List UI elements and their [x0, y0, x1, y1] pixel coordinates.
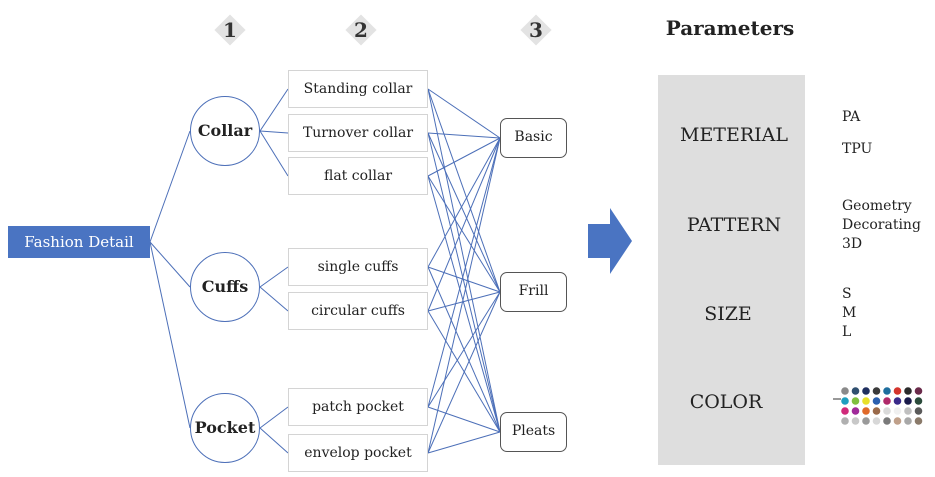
parameters-panel	[658, 75, 805, 465]
category-to-detail-line	[259, 266, 289, 288]
color-swatch	[914, 407, 923, 415]
color-swatch	[851, 407, 860, 415]
style-node-frill: Frill	[500, 272, 567, 312]
color-swatch	[872, 387, 881, 395]
parameter-color: COLOR	[689, 391, 763, 413]
color-swatch	[904, 407, 912, 415]
color-swatch	[883, 397, 891, 405]
detail-node-single-cuffs: single cuffs	[288, 248, 428, 286]
color-swatch	[914, 387, 923, 395]
style-node-pleats: Pleats	[500, 412, 567, 452]
color-swatch	[883, 407, 891, 415]
color-swatch	[893, 407, 902, 415]
detail-to-style-line	[427, 137, 501, 312]
root-to-category-line	[149, 130, 191, 243]
step-number: 1	[223, 18, 237, 42]
parameter-material: METERIAL	[679, 124, 789, 146]
parameters-title: Parameters	[665, 16, 795, 40]
color-swatch	[893, 417, 902, 425]
detail-to-style-line	[427, 175, 501, 433]
color-swatch	[883, 417, 891, 425]
detail-to-style-line	[427, 137, 501, 454]
detail-to-style-line	[427, 88, 501, 433]
color-swatch	[904, 397, 912, 405]
color-swatch	[872, 417, 881, 425]
category-to-detail-line	[259, 88, 289, 132]
size-value-s: S	[842, 286, 852, 302]
color-swatch	[883, 387, 891, 395]
category-node-cuffs: Cuffs	[190, 252, 260, 322]
step-number: 3	[529, 18, 543, 42]
color-swatch	[841, 397, 849, 405]
detail-node-flat-collar: flat collar	[288, 157, 428, 195]
color-swatch	[851, 387, 860, 395]
category-to-detail-line	[259, 427, 289, 454]
parameter-size: SIZE	[704, 303, 752, 325]
pattern-value-3d: 3D	[842, 236, 863, 252]
detail-node-standing-collar: Standing collar	[288, 70, 428, 108]
size-value-m: M	[842, 305, 857, 321]
root-node-fashion-detail: Fashion Detail	[8, 226, 150, 258]
material-value-tpu: TPU	[842, 141, 873, 157]
color-swatch	[904, 417, 912, 425]
color-swatch	[862, 387, 870, 395]
color-swatch	[914, 417, 923, 425]
detail-node-turnover-collar: Turnover collar	[288, 114, 428, 152]
detail-to-style-line	[427, 406, 501, 433]
color-swatch	[841, 407, 849, 415]
color-swatch	[872, 397, 881, 405]
detail-to-style-line	[427, 88, 501, 293]
detail-node-envelop-pocket: envelop pocket	[288, 434, 428, 472]
color-swatch	[862, 407, 870, 415]
color-swatch-palette	[833, 387, 923, 425]
color-swatch	[841, 417, 849, 425]
color-swatch	[904, 387, 912, 395]
step-marker-3: 3	[520, 14, 552, 46]
detail-to-style-line	[427, 137, 501, 268]
detail-node-circular-cuffs: circular cuffs	[288, 292, 428, 330]
category-node-pocket: Pocket	[190, 393, 260, 463]
category-node-collar: Collar	[190, 96, 260, 166]
color-swatch	[862, 417, 870, 425]
detail-to-style-line	[427, 132, 501, 293]
category-to-detail-line	[259, 130, 289, 177]
step-marker-1: 1	[214, 14, 246, 46]
size-value-l: L	[842, 324, 852, 340]
color-swatch	[841, 387, 849, 395]
color-swatch	[893, 397, 902, 405]
step-marker-2: 2	[345, 14, 377, 46]
color-swatch	[914, 397, 923, 405]
detail-to-style-line	[427, 291, 501, 408]
category-to-detail-line	[259, 130, 289, 134]
detail-to-style-line	[427, 132, 501, 139]
detail-to-style-line	[427, 137, 501, 408]
color-swatch	[851, 397, 860, 405]
detail-to-style-line	[427, 291, 501, 454]
detail-to-style-line	[427, 266, 501, 293]
category-to-detail-line	[259, 406, 289, 429]
style-node-basic: Basic	[500, 118, 567, 158]
color-swatch	[862, 397, 870, 405]
category-to-detail-line	[259, 286, 289, 312]
material-value-pa: PA	[842, 109, 861, 125]
detail-to-style-line	[427, 291, 501, 312]
root-to-category-line	[149, 241, 191, 429]
color-swatch	[851, 417, 860, 425]
detail-node-patch-pocket: patch pocket	[288, 388, 428, 426]
detail-to-style-line	[427, 88, 501, 139]
color-swatch	[893, 387, 902, 395]
detail-to-style-line	[427, 175, 501, 293]
parameter-pattern: PATTERN	[686, 214, 782, 236]
color-swatch	[872, 407, 881, 415]
pattern-value-geometry: Geometry	[842, 198, 912, 214]
detail-to-style-line	[427, 132, 501, 433]
detail-to-style-line	[427, 431, 501, 454]
pattern-value-decorating: Decorating	[842, 217, 921, 233]
detail-to-style-line	[427, 137, 501, 177]
root-to-category-line	[149, 241, 191, 288]
step-number: 2	[354, 18, 368, 42]
right-arrow-icon	[588, 208, 632, 274]
